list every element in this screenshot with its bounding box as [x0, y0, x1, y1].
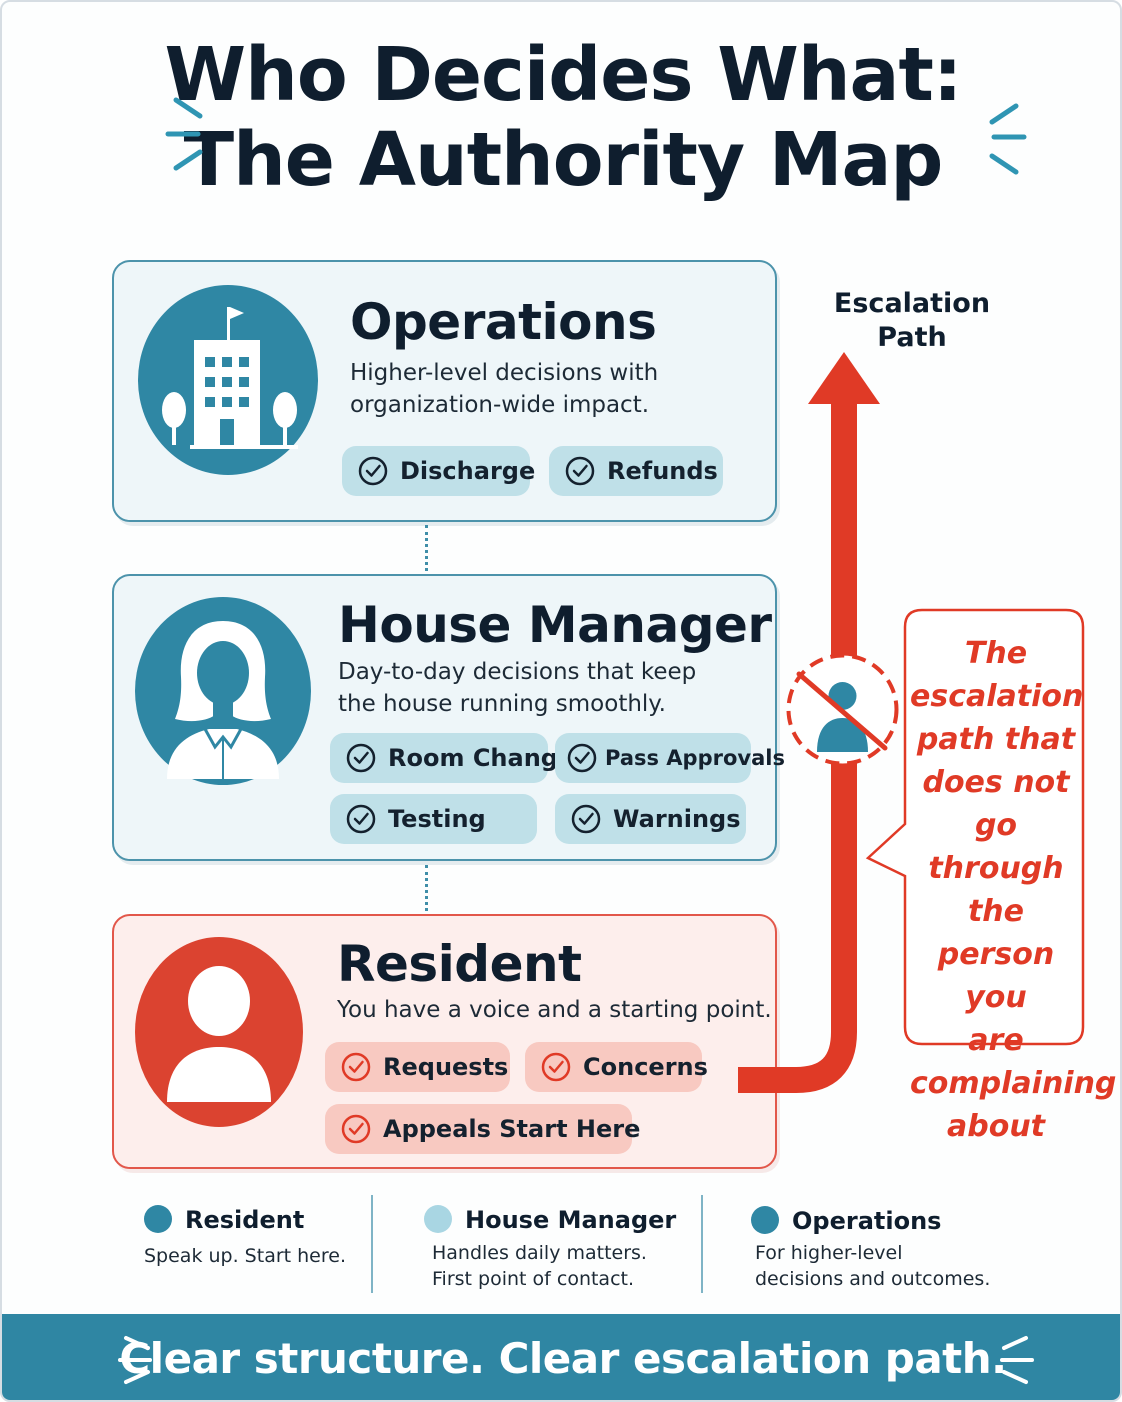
legend-title-house-manager: House Manager — [465, 1206, 677, 1234]
footer-right-burst-icon — [1000, 1336, 1034, 1384]
callout-line: does not go — [922, 765, 1070, 843]
operations-item-refunds: Refunds — [549, 446, 723, 496]
house-manager-desc-2: the house running smoothly. — [338, 691, 666, 717]
item-label: Warnings — [613, 805, 741, 833]
callout-line: through the — [928, 851, 1064, 929]
item-label: Testing — [388, 805, 486, 833]
callout-line: are — [968, 1023, 1024, 1058]
connector-ops-manager — [425, 525, 428, 571]
check-circle-icon — [341, 1052, 371, 1082]
item-label: Refunds — [607, 457, 718, 485]
item-label: Discharge — [400, 457, 536, 485]
escalation-label-line-2: Path — [877, 322, 947, 353]
resident-desc: You have a voice and a starting point. — [337, 997, 772, 1023]
legend-dot-operations — [751, 1206, 779, 1234]
house-manager-item-warnings: Warnings — [555, 794, 746, 844]
check-circle-icon — [341, 1114, 371, 1144]
legend-desc-operations-1: For higher-level — [755, 1242, 903, 1264]
callout-line: person you — [937, 937, 1055, 1015]
legend-desc-resident: Speak up. Start here. — [144, 1245, 346, 1267]
legend-divider — [371, 1195, 373, 1293]
resident-title: Resident — [337, 935, 582, 993]
check-circle-icon — [541, 1052, 571, 1082]
item-label: Pass Approvals — [605, 746, 785, 770]
legend-desc-house-manager-1: Handles daily matters. — [432, 1242, 647, 1264]
check-circle-icon — [567, 743, 597, 773]
connector-manager-resident — [425, 865, 428, 911]
resident-avatar — [135, 937, 303, 1127]
no-person-icon — [786, 653, 899, 766]
house-manager-avatar — [135, 597, 311, 785]
title-line-2: The Authority Map — [183, 117, 944, 203]
item-label: Concerns — [583, 1053, 708, 1081]
resident-person-icon — [167, 966, 271, 1102]
callout-bubble — [865, 608, 1085, 1046]
escalation-arrow — [738, 352, 880, 1093]
escalation-path-label: Escalation Path — [822, 287, 1002, 355]
building-icon — [162, 307, 298, 449]
legend-dot-house-manager — [424, 1205, 452, 1233]
footer-banner — [2, 1314, 1120, 1400]
legend-title-resident: Resident — [185, 1206, 305, 1234]
check-circle-icon — [358, 456, 388, 486]
check-circle-icon — [565, 456, 595, 486]
callout-line: path that — [916, 722, 1076, 757]
item-label: Requests — [383, 1053, 509, 1081]
check-circle-icon — [571, 804, 601, 834]
operations-title: Operations — [350, 293, 657, 351]
legend-title-operations: Operations — [792, 1207, 942, 1235]
check-circle-icon — [346, 804, 376, 834]
title-line-1: Who Decides What: — [164, 32, 963, 118]
operations-desc-2: organization-wide impact. — [350, 392, 650, 418]
right-burst-icon — [989, 103, 1027, 175]
callout-line: escalation — [910, 679, 1084, 714]
callout-line: The — [964, 636, 1028, 671]
resident-item-requests: Requests — [325, 1042, 510, 1092]
resident-item-concerns: Concerns — [525, 1042, 708, 1092]
house-manager-item-room-changes: Room Changes — [330, 733, 589, 783]
left-burst-icon — [165, 97, 203, 171]
legend-dot-resident — [144, 1205, 172, 1233]
escalation-label-line-1: Escalation — [833, 288, 991, 319]
house-manager-person-icon — [167, 621, 279, 779]
legend-divider — [701, 1195, 703, 1293]
legend-desc-house-manager-2: First point of contact. — [432, 1268, 635, 1290]
operations-item-discharge: Discharge — [342, 446, 535, 496]
house-manager-item-testing: Testing — [330, 794, 537, 844]
item-label: Appeals Start Here — [383, 1115, 641, 1143]
callout-line: about — [946, 1109, 1046, 1144]
legend-desc-operations-2: decisions and outcomes. — [755, 1268, 991, 1290]
footer-text: Clear structure. Clear escalation path. — [119, 1334, 1007, 1383]
operations-avatar — [138, 285, 318, 475]
callout-text: The escalation path that does not go thr… — [910, 632, 1117, 1148]
check-circle-icon — [346, 743, 376, 773]
house-manager-item-pass-approvals: Pass Approvals — [555, 733, 785, 783]
footer-left-burst-icon — [118, 1336, 152, 1384]
resident-item-appeals-start-here: Appeals Start Here — [325, 1104, 640, 1154]
callout-line: complaining — [910, 1066, 1117, 1101]
house-manager-desc-1: Day-to-day decisions that keep — [338, 659, 697, 685]
house-manager-title: House Manager — [338, 596, 772, 654]
operations-desc-1: Higher-level decisions with — [350, 360, 659, 386]
